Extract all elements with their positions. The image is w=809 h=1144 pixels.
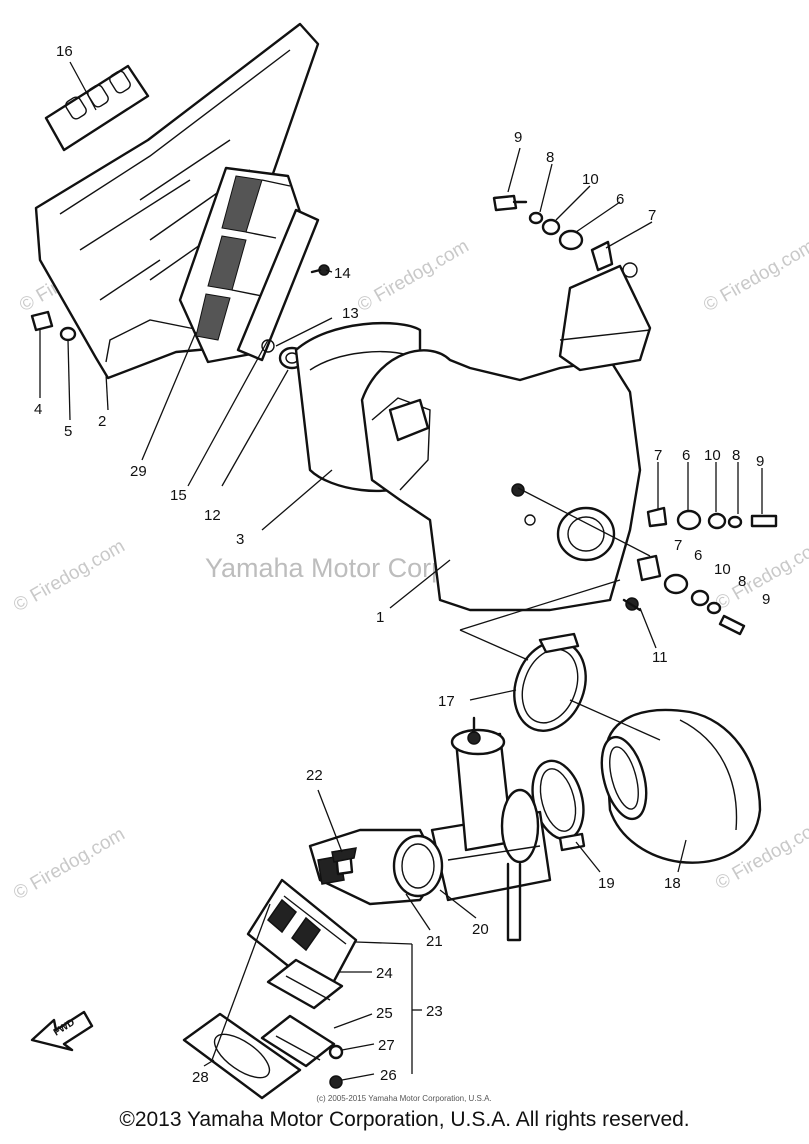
callout-3: 3 bbox=[236, 531, 244, 548]
callout-10-mid: 10 bbox=[704, 447, 721, 464]
callout-16: 16 bbox=[56, 43, 73, 60]
callout-15: 15 bbox=[170, 487, 187, 504]
hardware-stack-lower bbox=[636, 554, 746, 636]
callout-25: 25 bbox=[376, 1005, 393, 1022]
callout-29: 29 bbox=[130, 463, 147, 480]
watermark-firedog: © Firedog.com bbox=[10, 536, 129, 617]
callout-23: 23 bbox=[426, 1003, 443, 1020]
callout-6-low: 6 bbox=[694, 547, 702, 564]
hardware-stack-top bbox=[492, 194, 614, 272]
watermark-firedog: © Firedog.com bbox=[10, 824, 129, 905]
callout-28: 28 bbox=[192, 1069, 209, 1086]
fwd-arrow-icon: FWD bbox=[30, 1010, 94, 1052]
part-22-bolt bbox=[331, 847, 357, 876]
callout-7-top: 7 bbox=[648, 207, 656, 224]
callout-5: 5 bbox=[64, 423, 72, 440]
callout-7-mid: 7 bbox=[654, 447, 662, 464]
callout-8-mid: 8 bbox=[732, 447, 740, 464]
part-17-clamp bbox=[513, 632, 587, 732]
callout-19: 19 bbox=[598, 875, 615, 892]
part-19-clamp bbox=[531, 759, 586, 852]
watermark-firedog: © Firedog.com bbox=[700, 236, 809, 317]
callout-26: 26 bbox=[380, 1067, 397, 1084]
callout-11: 11 bbox=[652, 649, 668, 666]
part-23-reed-valve bbox=[246, 878, 358, 998]
part-26-27-screws bbox=[328, 1044, 344, 1089]
callout-7-low: 7 bbox=[674, 537, 682, 554]
callout-8-low: 8 bbox=[738, 573, 746, 590]
callout-4: 4 bbox=[34, 401, 42, 418]
callout-6-top: 6 bbox=[616, 191, 624, 208]
callout-17: 17 bbox=[438, 693, 455, 710]
callout-labels: 16 2 29 15 13 12 3 4 5 14 1 9 8 10 6 7 7… bbox=[34, 43, 770, 1086]
callout-10-top: 10 bbox=[582, 171, 599, 188]
callout-22: 22 bbox=[306, 767, 323, 784]
watermark-firedog: © Firedog.com bbox=[354, 236, 473, 317]
footer-copyright: ©2013 Yamaha Motor Corporation, U.S.A. A… bbox=[119, 1108, 690, 1131]
part-28-gasket bbox=[182, 1012, 302, 1100]
callout-24: 24 bbox=[376, 965, 393, 982]
callout-1: 1 bbox=[376, 609, 384, 626]
callout-14: 14 bbox=[334, 265, 351, 282]
part-4-5-bolt bbox=[30, 310, 77, 342]
part-16-gasket bbox=[44, 64, 150, 152]
small-copyright: (c) 2005-2015 Yamaha Motor Corporation, … bbox=[316, 1094, 491, 1103]
part-18-intake-boot bbox=[600, 708, 762, 864]
callout-9-top: 9 bbox=[514, 129, 522, 146]
callout-2: 2 bbox=[98, 413, 106, 430]
part-25-stopper bbox=[260, 1014, 336, 1068]
part-14-screw bbox=[310, 264, 330, 276]
callout-21: 21 bbox=[426, 933, 443, 950]
callout-9-mid: 9 bbox=[756, 453, 764, 470]
hardware-stack-middle bbox=[646, 506, 778, 531]
callout-13: 13 bbox=[342, 305, 359, 322]
leader-lines bbox=[39, 61, 763, 1081]
callout-12: 12 bbox=[204, 507, 221, 524]
part-21-joint bbox=[308, 828, 444, 906]
callout-20: 20 bbox=[472, 921, 489, 938]
callout-8-top: 8 bbox=[546, 149, 554, 166]
callout-9-low: 9 bbox=[762, 591, 770, 608]
part-20-carburetor bbox=[430, 716, 552, 942]
part-24-reed bbox=[266, 958, 344, 1010]
callout-18: 18 bbox=[664, 875, 681, 892]
part-1-airbox bbox=[360, 262, 652, 612]
part-11-screw bbox=[622, 597, 642, 612]
callout-6-mid: 6 bbox=[682, 447, 690, 464]
callout-10-low: 10 bbox=[714, 561, 731, 578]
callout-27: 27 bbox=[378, 1037, 395, 1054]
